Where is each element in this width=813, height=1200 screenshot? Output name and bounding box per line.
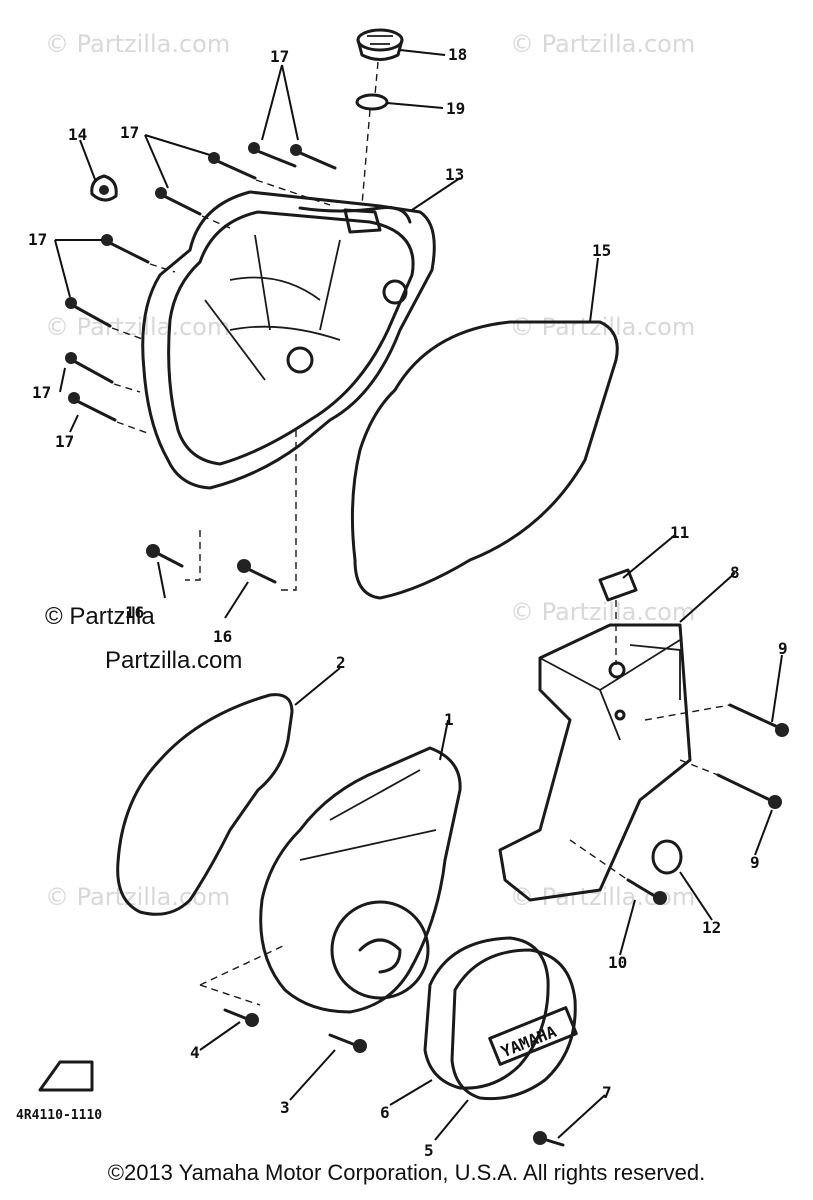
watermark-faint: © Partzilla.com: [45, 30, 230, 58]
callout-14: 14: [68, 125, 87, 144]
callout-1: 1: [444, 710, 454, 729]
callout-11: 11: [670, 523, 689, 542]
callout-leaders: [54, 49, 783, 1141]
callout-16: 16: [213, 627, 232, 646]
callout-12: 12: [702, 918, 721, 937]
watermark-faint: © Partzilla.com: [45, 313, 230, 341]
part-5-cover: [450, 948, 577, 1101]
callout-13: 13: [445, 165, 464, 184]
callout-18: 18: [448, 45, 467, 64]
faint-watermarks: © Partzilla.com © Partzilla.com © Partzi…: [45, 30, 695, 911]
part-19-o-ring: [355, 93, 389, 111]
watermark-domain: Partzilla.com: [105, 647, 243, 674]
callout-labels: 18 19 17 17 14 17 17 17 13 15 16 16 2 1 …: [28, 45, 788, 1160]
part-14-plug: [90, 174, 118, 202]
partzilla-watermark: © Partzilla Partzilla.com: [45, 602, 242, 674]
callout-7: 7: [602, 1083, 612, 1102]
callout-6: 6: [380, 1103, 390, 1122]
callout-19: 19: [446, 99, 465, 118]
part-9-10-bolts: [569, 703, 789, 905]
callout-17: 17: [28, 230, 47, 249]
watermark-faint: © Partzilla.com: [510, 30, 695, 58]
part-3-4-bolts: [199, 944, 367, 1053]
callout-17: 17: [32, 383, 51, 402]
watermark-faint: © Partzilla.com: [45, 883, 230, 911]
part-17-bolts: [65, 142, 337, 435]
part-2-gasket: [116, 693, 294, 916]
part-11-nut: [598, 568, 638, 665]
part-1-left-cover: [259, 746, 462, 1014]
callout-5: 5: [424, 1141, 434, 1160]
copyright-notice: ©2013 Yamaha Motor Corporation, U.S.A. A…: [107, 1160, 706, 1185]
callout-4: 4: [190, 1043, 200, 1062]
part-16-bolts: [146, 430, 297, 591]
callout-2: 2: [336, 653, 346, 672]
callout-3: 3: [280, 1098, 290, 1117]
part-15-gasket: [350, 320, 619, 600]
part-5-6-cover: YAMAHA: [423, 936, 578, 1147]
watermark-faint: © Partzilla.com: [510, 598, 695, 626]
crankcase-cover-right: [141, 190, 436, 490]
fwd-arrow-icon: [38, 1060, 94, 1092]
copyright-symbol: ©: [45, 603, 63, 630]
part-8-bracket: [498, 623, 692, 902]
callout-8: 8: [730, 563, 740, 582]
callout-17: 17: [270, 47, 289, 66]
callout-15: 15: [592, 241, 611, 260]
callout-10: 10: [608, 953, 627, 972]
callout-17: 17: [55, 432, 74, 451]
watermark-brand: Partzilla: [69, 603, 155, 630]
callout-17: 17: [120, 123, 139, 142]
part-13-pipe: [298, 206, 412, 224]
callout-16: 16: [125, 603, 144, 622]
watermark-faint: © Partzilla.com: [510, 313, 695, 341]
part-18-filler-cap: [356, 28, 404, 61]
callout-9: 9: [750, 853, 760, 872]
callout-9: 9: [778, 639, 788, 658]
diagram-code: 4R4110-1110: [16, 1108, 103, 1123]
